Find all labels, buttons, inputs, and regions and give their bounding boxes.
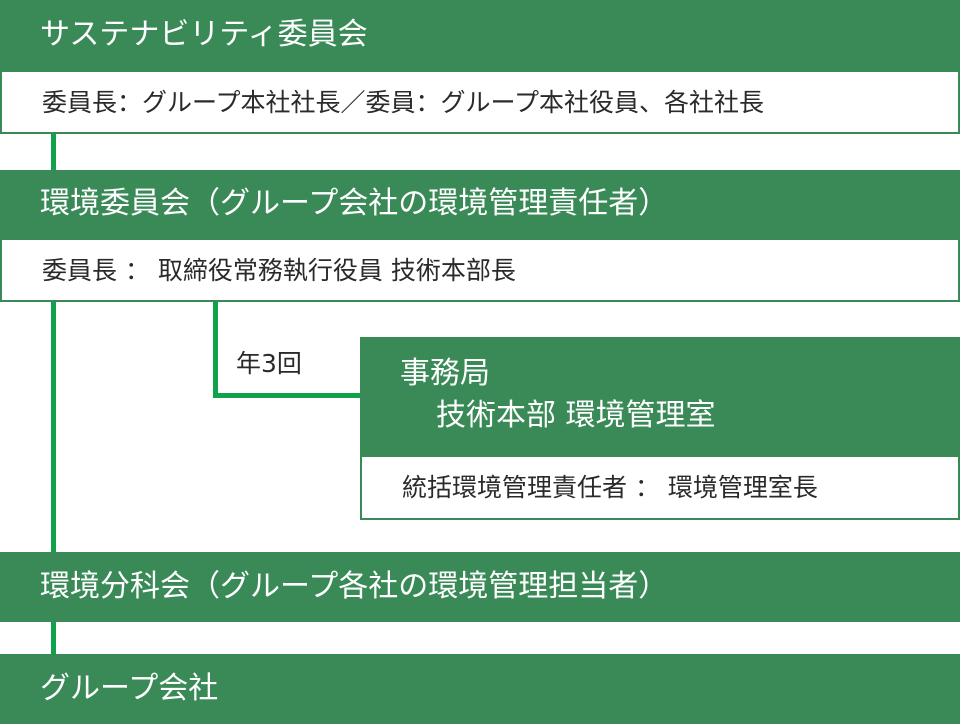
group-companies-title: グループ会社 <box>40 671 219 706</box>
sustainability-committee-members: 委員長：グループ本社社長／委員：グループ本社役員、各社社長 <box>42 87 765 117</box>
secretariat-manager-box: 統括環境管理責任者 ： 環境管理室長 <box>360 455 960 520</box>
connector-main-bottom <box>51 620 56 654</box>
connector-secretariat-vertical <box>213 300 218 398</box>
sustainability-committee-title: サステナビリティ委員会 <box>40 17 368 52</box>
secretariat-header: 事務局 技術本部 環境管理室 <box>360 337 960 455</box>
environment-subcommittee-title: 環境分科会（グループ各社の環境管理担当者） <box>40 569 669 604</box>
environment-committee-title: 環境委員会（グループ会社の環境管理責任者） <box>40 186 669 221</box>
connector-secretariat-horizontal <box>213 393 362 398</box>
environment-committee-chair-box: 委員長 ： 取締役常務執行役員 技術本部長 <box>0 238 960 302</box>
environment-subcommittee-header: 環境分科会（グループ各社の環境管理担当者） <box>0 552 960 622</box>
sustainability-committee-members-box: 委員長：グループ本社社長／委員：グループ本社役員、各社社長 <box>0 70 960 134</box>
group-companies-header: グループ会社 <box>0 654 960 724</box>
connector-main-top <box>51 132 56 170</box>
secretariat-manager: 統括環境管理責任者 ： 環境管理室長 <box>402 473 818 502</box>
meeting-frequency-label: 年3回 <box>236 349 302 378</box>
environment-committee-header: 環境委員会（グループ会社の環境管理責任者） <box>0 170 960 238</box>
secretariat-title: 事務局 <box>400 356 490 391</box>
sustainability-committee-header: サステナビリティ委員会 <box>0 0 960 70</box>
secretariat-department: 技術本部 環境管理室 <box>436 398 716 433</box>
environment-committee-chair: 委員長 ： 取締役常務執行役員 技術本部長 <box>42 255 516 285</box>
connector-main-middle <box>51 300 56 552</box>
